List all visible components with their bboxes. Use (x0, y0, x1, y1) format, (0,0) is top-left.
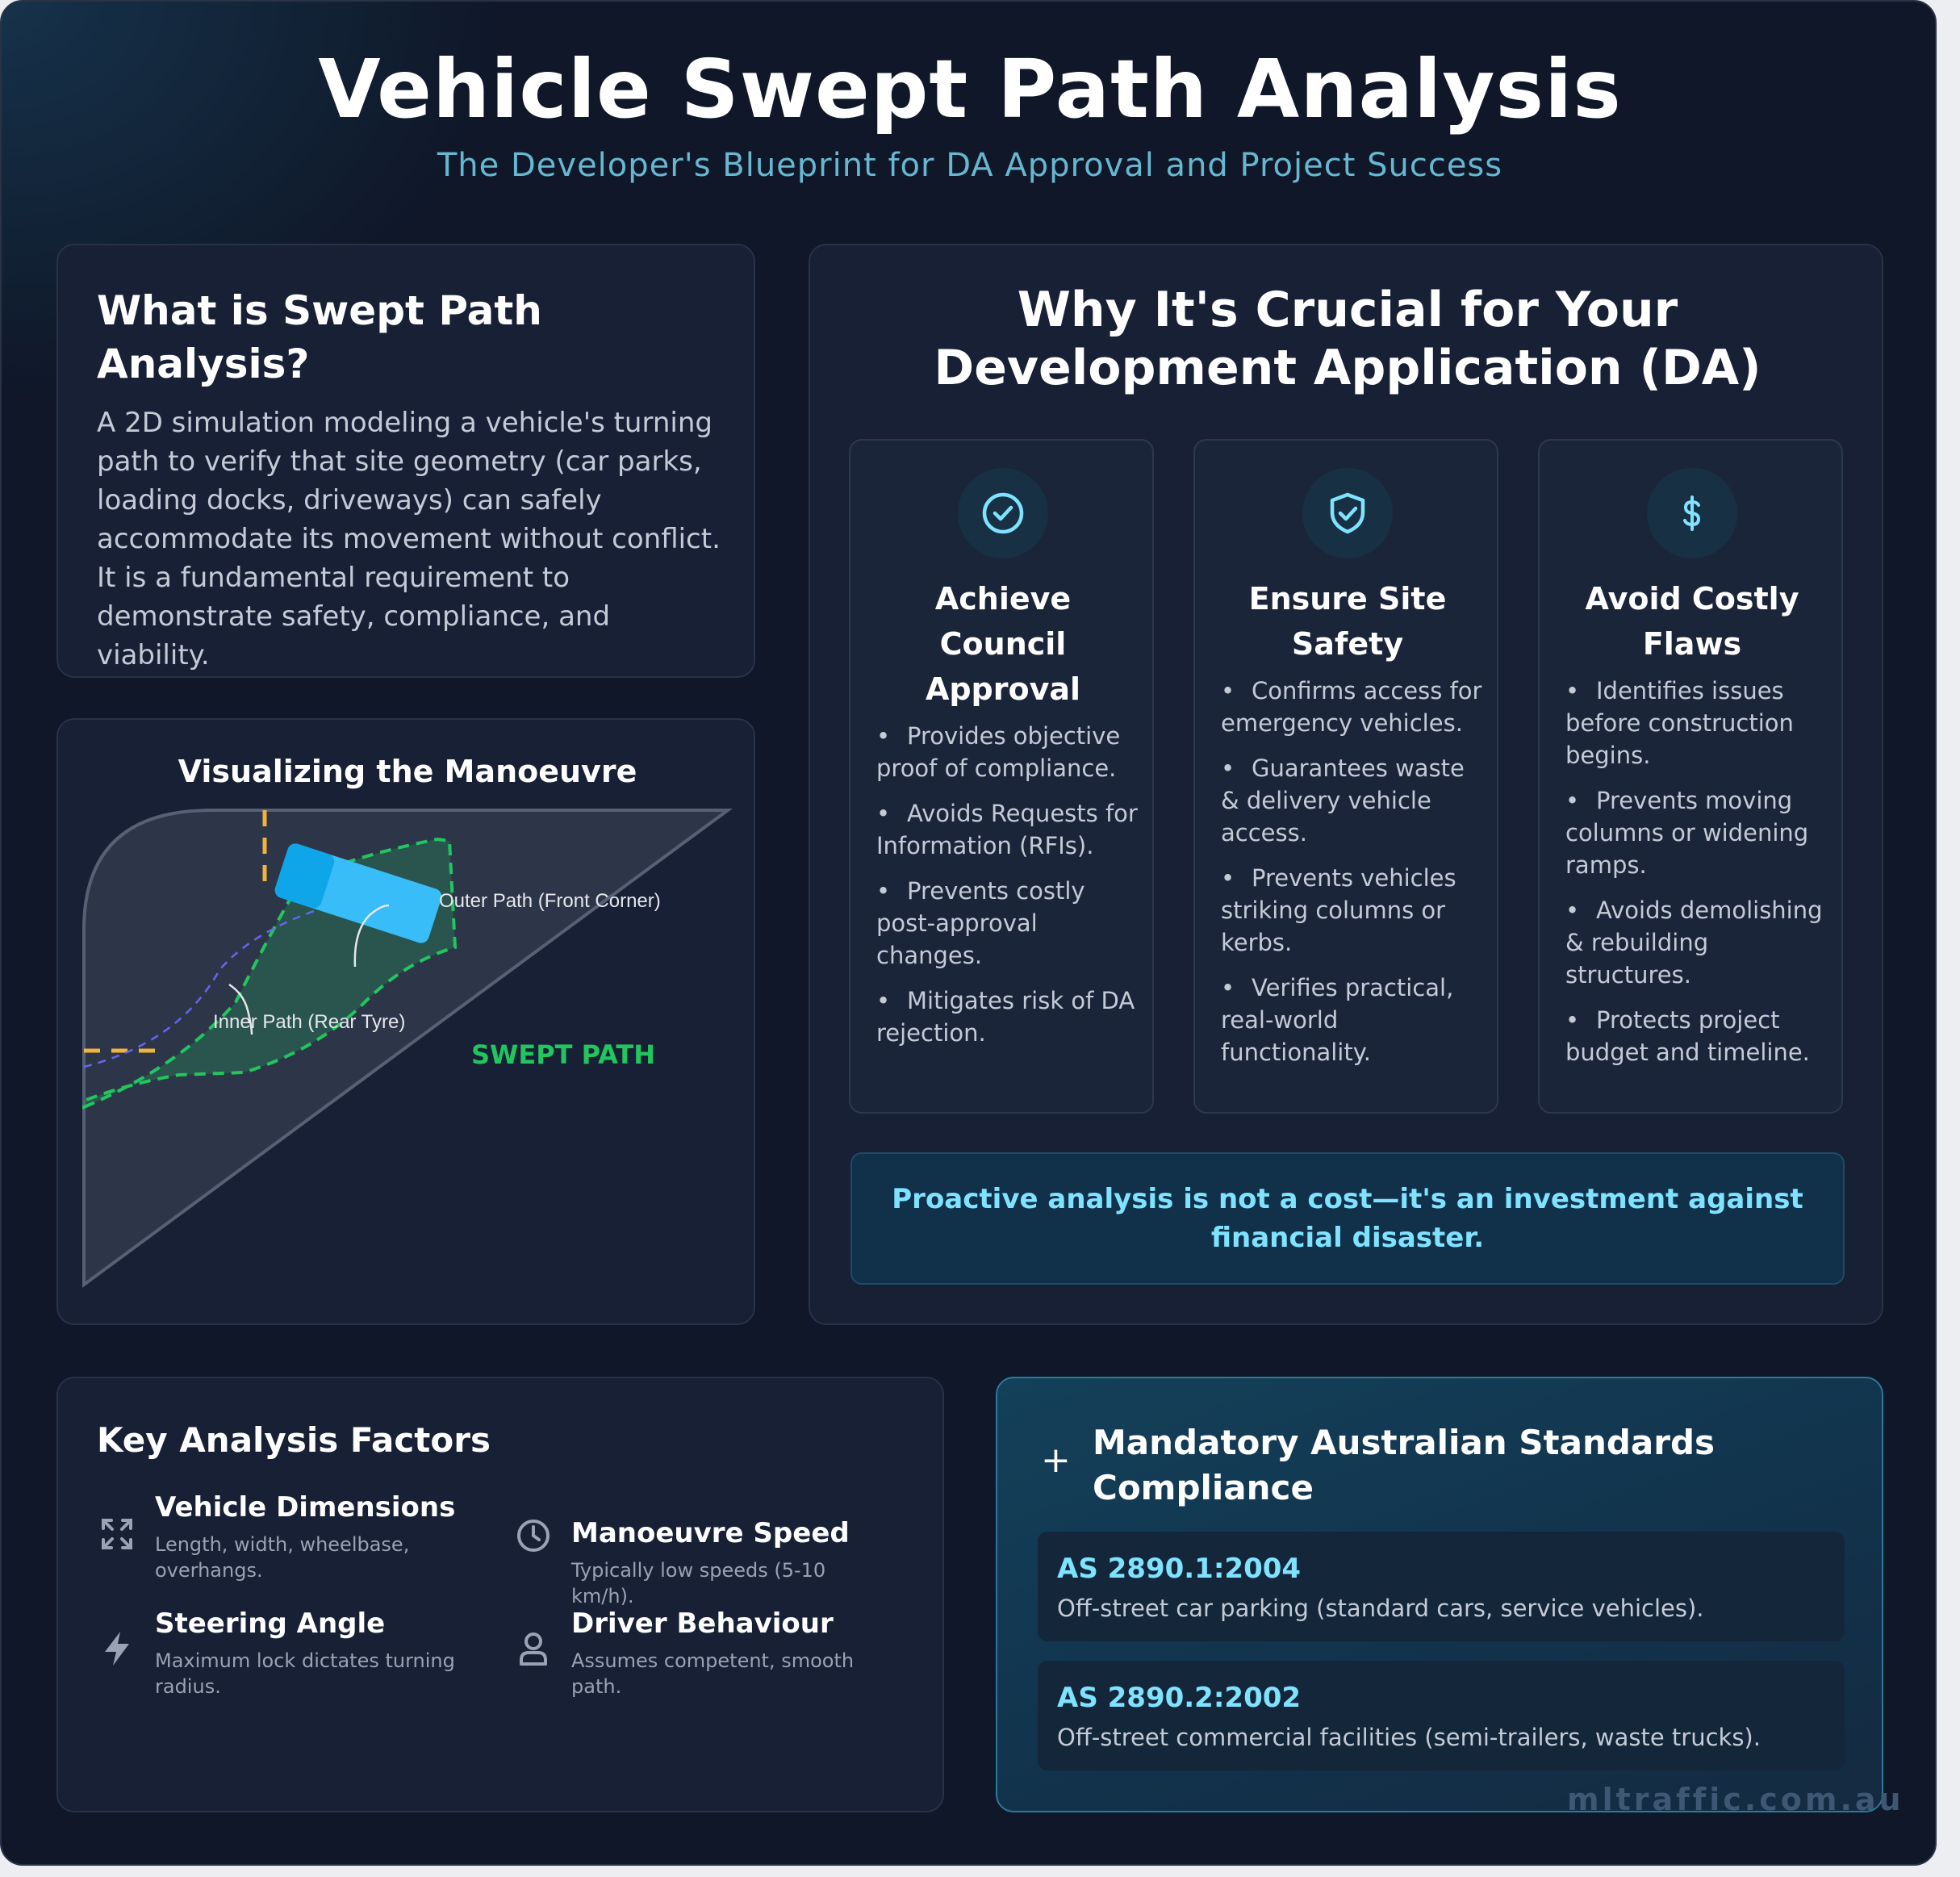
visualization-card: Visualizing the Manoeuvre Outer Path (Fr… (56, 718, 755, 1325)
standard-item: AS 2890.1:2004 Off-street car parking (s… (1038, 1532, 1845, 1641)
shield-check-icon (1330, 492, 1365, 534)
list-item: Guarantees waste & delivery vehicle acce… (1221, 752, 1487, 849)
factor-name: Vehicle Dimensions (155, 1491, 456, 1524)
check-circle-icon (982, 492, 1024, 534)
vehicle-icon (274, 843, 442, 943)
what-is-card: What is Swept Path Analysis? A 2D simula… (56, 244, 755, 678)
clock-icon (517, 1520, 550, 1552)
benefit-list: Provides objective proof of compliance. … (876, 720, 1143, 1062)
standard-code: AS 2890.1:2004 (1057, 1553, 1302, 1585)
list-item: Avoids demolishing & rebuilding structur… (1565, 894, 1832, 991)
outer-path-pointer (353, 904, 390, 968)
factor-desc: Typically low speeds (5-10 km/h). (571, 1559, 826, 1607)
expand-icon (102, 1519, 132, 1549)
manoeuvre-diagram: Outer Path (Front Corner) Inner Path (Re… (82, 809, 733, 1288)
what-is-body: A 2D simulation modeling a vehicle's tur… (97, 407, 721, 671)
what-is-title: What is Swept Path Analysis? (97, 287, 542, 387)
list-item: Prevents moving columns or widening ramp… (1565, 784, 1832, 881)
page-subtitle: The Developer's Blueprint for DA Approva… (437, 147, 1503, 184)
list-item: Confirms access for emergency vehicles. (1221, 675, 1487, 739)
key-factors-title: Key Analysis Factors (97, 1420, 491, 1460)
factor-desc: Assumes competent, smooth path. (571, 1649, 855, 1698)
factor-name: Manoeuvre Speed (571, 1517, 850, 1549)
site-area (82, 809, 733, 1288)
list-item: Protects project budget and timeline. (1565, 1004, 1832, 1068)
factor-name: Steering Angle (155, 1607, 386, 1640)
inner-path-pointer (228, 983, 253, 1035)
list-item: Identifies issues before construction be… (1565, 675, 1832, 771)
why-title-line-2: Development Application (DA) (934, 340, 1761, 396)
page-title: Vehicle Swept Path Analysis (318, 42, 1622, 136)
benefit-card-flaws: Avoid Costly Flaws Identifies issues bef… (1538, 439, 1843, 1114)
benefit-card-safety: Ensure Site Safety Confirms access for e… (1193, 439, 1498, 1114)
standard-item: AS 2890.2:2002 Off-street commercial fac… (1038, 1661, 1845, 1770)
benefit-list: Identifies issues before construction be… (1565, 675, 1832, 1081)
standard-desc: Off-street car parking (standard cars, s… (1057, 1595, 1704, 1622)
benefit-list: Confirms access for emergency vehicles. … (1221, 675, 1487, 1081)
standard-code: AS 2890.2:2002 (1057, 1682, 1302, 1714)
standards-title: Mandatory Australian Standards Complianc… (1093, 1423, 1716, 1507)
swept-path-label: SWEPT PATH (471, 1039, 655, 1070)
benefit-card-approval: Achieve Council Approval Provides object… (849, 439, 1154, 1114)
watermark: mltraffic.com.au (1567, 1782, 1904, 1817)
list-item: Prevents costly post-approval changes. (876, 875, 1143, 972)
why-title-line-1: Why It's Crucial for Your (1017, 282, 1678, 338)
inner-path-label: Inner Path (Rear Tyre) (213, 1011, 405, 1033)
list-item: Prevents vehicles striking columns or ke… (1221, 862, 1487, 959)
standard-desc: Off-street commercial facilities (semi-t… (1057, 1724, 1761, 1751)
list-item: Mitigates risk of DA rejection. (876, 984, 1143, 1049)
factor-desc: Length, width, wheelbase, overhangs. (155, 1533, 410, 1582)
benefit-title: Achieve Council Approval (925, 581, 1081, 707)
visualization-title: Visualizing the Manoeuvre (178, 754, 637, 789)
outer-path-label: Outer Path (Front Corner) (439, 890, 661, 912)
standards-card: + Mandatory Australian Standards Complia… (996, 1377, 1883, 1812)
key-factors-card: Key Analysis Factors Vehicle Dimensions … (56, 1377, 944, 1812)
user-icon (520, 1632, 547, 1666)
list-item: Verifies practical, real-world functiona… (1221, 972, 1487, 1068)
list-item: Provides objective proof of compliance. (876, 720, 1143, 784)
why-crucial-card: Why It's Crucial for Your Development Ap… (809, 244, 1883, 1325)
benefit-title: Avoid Costly Flaws (1585, 581, 1799, 662)
investment-callout: Proactive analysis is not a cost—it's an… (850, 1152, 1845, 1285)
lightning-icon (105, 1632, 129, 1666)
list-item: Avoids Requests for Information (RFIs). (876, 797, 1143, 862)
benefit-title: Ensure Site Safety (1248, 581, 1447, 662)
plus-icon: + (1041, 1440, 1071, 1481)
dollar-icon (1683, 495, 1701, 531)
why-crucial-title: Why It's Crucial for Your Development Ap… (810, 281, 1885, 397)
factor-desc: Maximum lock dictates turning radius. (155, 1649, 455, 1698)
factor-name: Driver Behaviour (571, 1607, 834, 1640)
